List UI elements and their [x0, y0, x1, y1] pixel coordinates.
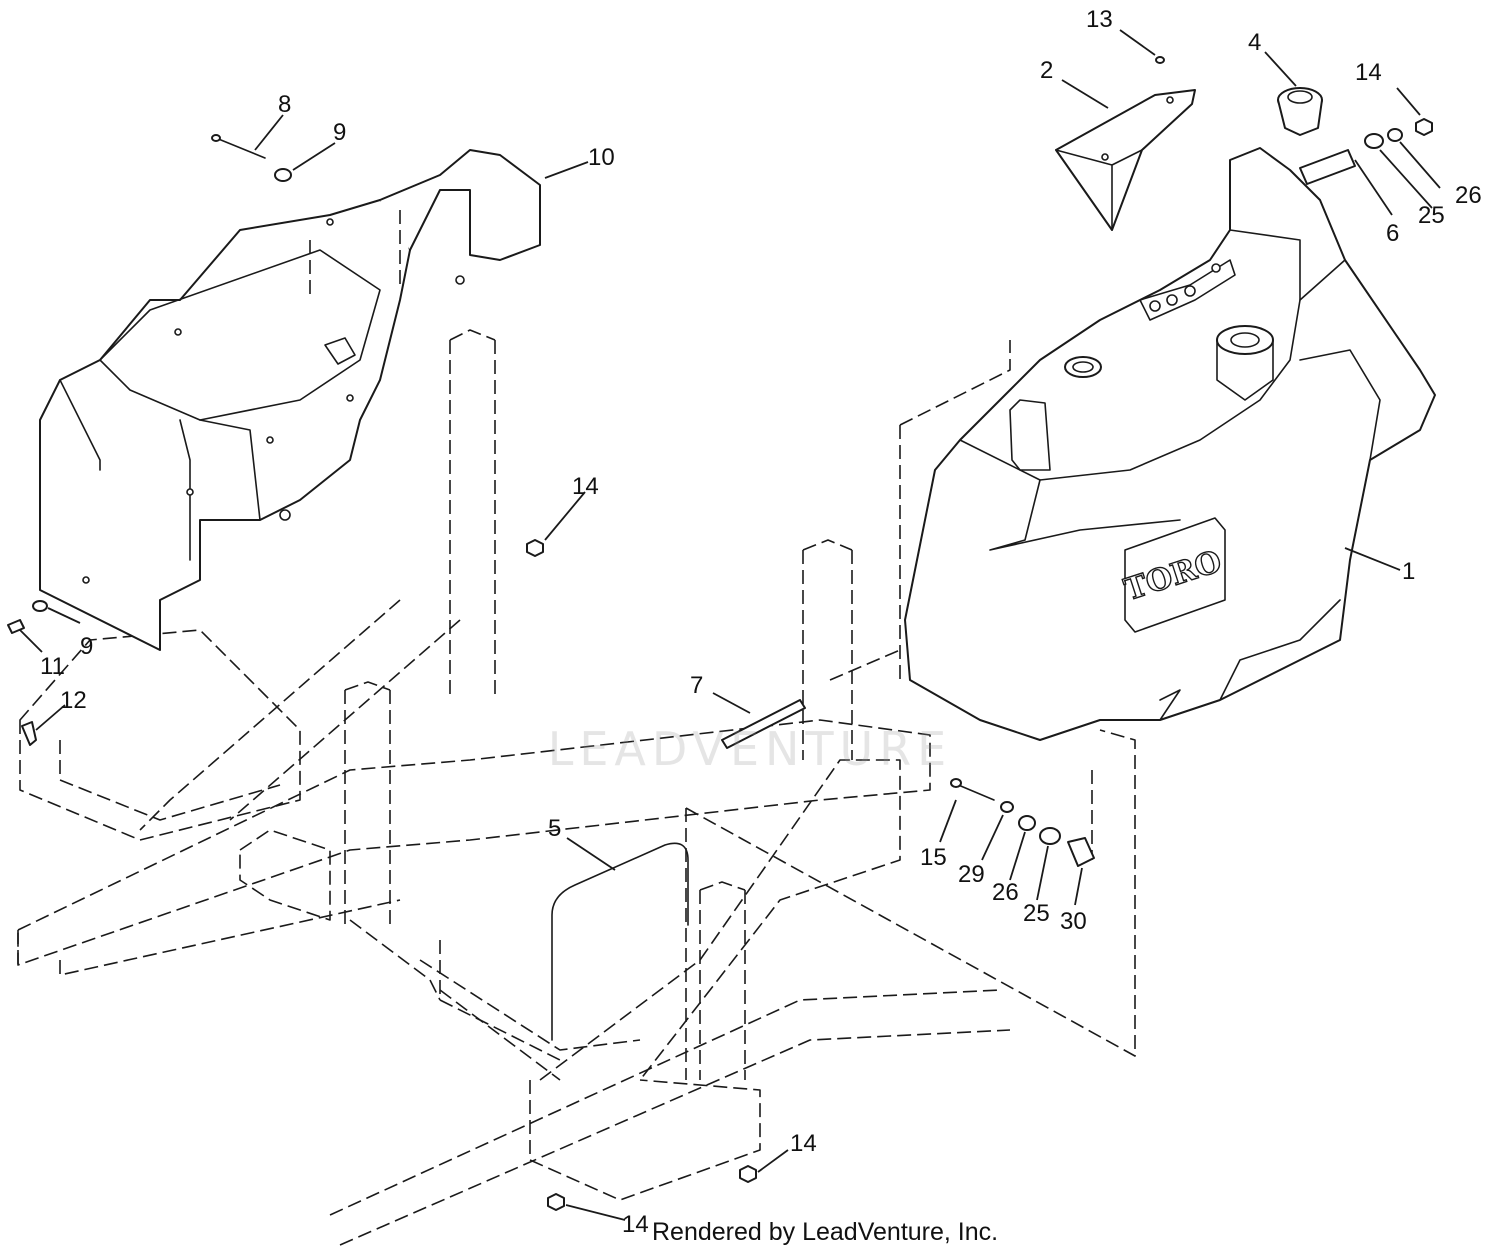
watermark: LEADVENTURE	[547, 722, 953, 776]
callout-9-upper: 9	[333, 119, 346, 146]
chassis-frame-hidden	[17, 329, 1136, 1246]
rear-shroud-part	[39, 149, 541, 651]
callout-14-bottom: 14	[622, 1211, 649, 1238]
callout-7: 7	[690, 672, 703, 699]
fuel-cap-part	[1277, 87, 1323, 136]
callout-26-lower: 26	[992, 879, 1019, 906]
callout-6: 6	[1386, 220, 1399, 247]
callout-29: 29	[958, 861, 985, 888]
callout-10: 10	[588, 144, 615, 171]
callout-25-upper: 25	[1418, 202, 1445, 229]
callout-labels: 1 2 4 5 6 7 8 9 9 10 11 12 13 14 14 14 1…	[40, 6, 1482, 1238]
callout-11: 11	[40, 653, 65, 680]
heat-shield-part	[1055, 89, 1196, 231]
fuel-tank-part: TORO	[904, 147, 1436, 741]
callout-8: 8	[278, 91, 291, 118]
callout-4: 4	[1248, 29, 1261, 56]
callout-14-frame: 14	[572, 473, 599, 500]
callout-15: 15	[920, 844, 947, 871]
callout-14-upper-right: 14	[1355, 59, 1382, 86]
callout-12: 12	[60, 687, 87, 714]
callout-9-lower: 9	[80, 633, 93, 660]
hardware-items	[7, 56, 1433, 1211]
callout-30: 30	[1060, 908, 1087, 935]
callout-2: 2	[1040, 57, 1053, 84]
callout-leaders	[19, 29, 1441, 1221]
rendered-by-footer: Rendered by LeadVenture, Inc.	[652, 1218, 999, 1246]
callout-5: 5	[548, 815, 561, 842]
callout-13: 13	[1086, 6, 1113, 33]
callout-1: 1	[1402, 558, 1415, 585]
callout-14-lower-right: 14	[790, 1130, 817, 1157]
callout-26-upper: 26	[1455, 182, 1482, 209]
callout-25-lower: 25	[1023, 900, 1050, 927]
